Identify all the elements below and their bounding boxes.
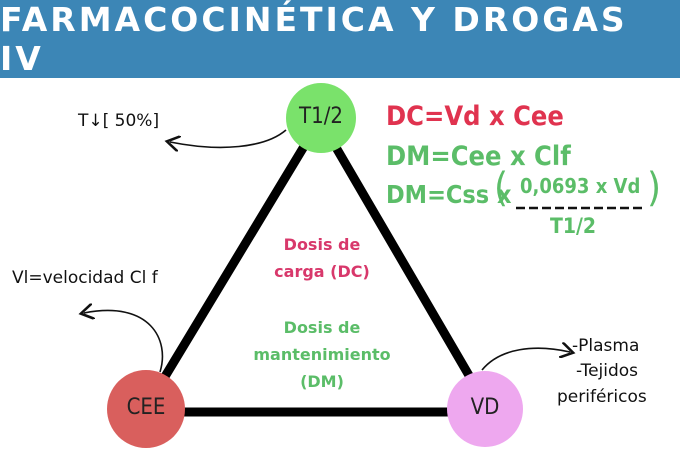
note-cee: Vl=velocidad Cl f	[12, 268, 158, 288]
node-vd-label: VD	[470, 395, 500, 420]
formula-close-paren: )	[647, 165, 662, 211]
node-cee	[107, 370, 185, 448]
center-maintenance-line3: (DM)	[300, 372, 344, 391]
arrow-cee	[84, 310, 164, 373]
node-half-life-label: T1/2	[299, 104, 343, 129]
center-loading-line1: Dosis de	[283, 235, 361, 254]
formula-denominator: T1/2	[550, 214, 597, 238]
arrow-half-life	[170, 129, 287, 147]
formula-maintenance-clearance: DM=Cee x Clf	[386, 141, 571, 172]
arrow-vd	[481, 348, 570, 371]
node-half-life	[286, 83, 356, 153]
note-half-life: T↓[ 50%]	[78, 111, 160, 131]
header-banner: FARMACOCINÉTICA Y DROGAS IV	[0, 0, 680, 78]
note-vd-tejidos: -Tejidos	[576, 361, 639, 381]
center-loading-line2: carga (DC)	[274, 262, 370, 281]
triangle-edge-right	[315, 115, 493, 413]
formula-numerator: 0,0693 x Vd	[520, 174, 641, 198]
center-maintenance-line1: Dosis de	[283, 318, 361, 337]
header-title: FARMACOCINÉTICA Y DROGAS IV	[0, 0, 628, 78]
note-vd-plasma: -Plasma	[572, 336, 640, 356]
formula-open-paren: (	[494, 165, 509, 211]
note-vd-perifericos: periféricos	[557, 387, 647, 407]
node-vd	[447, 371, 523, 447]
formula-loading-dose: DC=Vd x Cee	[386, 101, 564, 132]
formula-maintenance-prefix: DM=Css x	[386, 180, 512, 209]
center-maintenance-line2: mantenimiento	[253, 345, 391, 364]
triangle-edge-left	[141, 115, 325, 413]
node-cee-label: CEE	[126, 395, 166, 420]
